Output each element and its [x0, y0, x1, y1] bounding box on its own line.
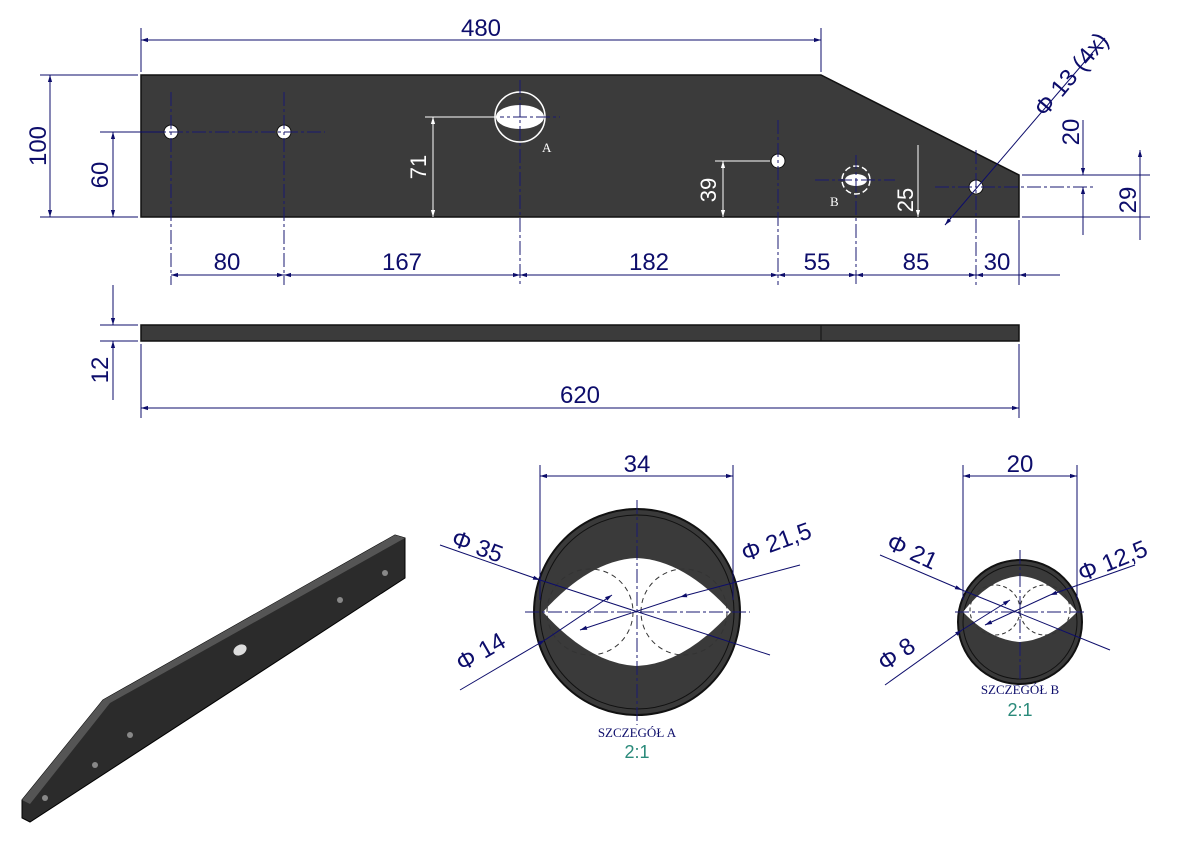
dim-85-text: 85 [903, 249, 930, 276]
detail-a-title: SZCZEGÓŁ A [598, 725, 677, 740]
dim-hole-diameter-text: Φ 13 (4x) [1029, 28, 1114, 122]
detail-a-outer-diameter-text: Φ 35 [448, 525, 507, 568]
dim-182-text: 182 [629, 249, 669, 276]
detail-b-title: SZCZEGÓŁ B [981, 682, 1060, 697]
top-view: A B 480 100 60 71 39 25 20 29 [25, 15, 1150, 285]
dim-60-text: 60 [87, 162, 114, 189]
detail-a-inner-diameter-text: Φ 21,5 [738, 517, 815, 567]
dim-20-text: 20 [1058, 119, 1085, 146]
detail-b-marker: B [830, 194, 839, 209]
detail-a-width-text: 34 [624, 451, 651, 478]
dim-100-text: 100 [25, 126, 52, 166]
detail-b-small-diameter-text: Φ 8 [873, 632, 921, 677]
detail-a-scale: 2:1 [624, 742, 649, 762]
detail-a: 34 Φ 35 Φ 21,5 Φ 14 SZCZEGÓŁ A 2:1 [439, 451, 815, 762]
dim-80-text: 80 [214, 249, 241, 276]
detail-b-scale: 2:1 [1007, 700, 1032, 720]
dim-39-text: 39 [696, 178, 721, 202]
detail-b: 20 Φ 21 Φ 12,5 Φ 8 SZCZEGÓŁ B 2:1 [873, 451, 1152, 720]
plate-top-view [140, 74, 1020, 218]
plate-side-view [140, 324, 1020, 342]
side-view: 12 620 [87, 285, 1020, 418]
dim-167-text: 167 [382, 249, 422, 276]
dim-620-text: 620 [560, 382, 600, 409]
dim-480-text: 480 [461, 15, 501, 42]
dim-71-text: 71 [406, 155, 431, 179]
centerlines [100, 80, 1095, 285]
isometric-view [21, 534, 406, 823]
dim-55-text: 55 [804, 249, 831, 276]
dim-25-text: 25 [893, 188, 918, 212]
detail-b-inner-diameter-text: Φ 12,5 [1074, 535, 1151, 587]
dim-30-text: 30 [984, 249, 1011, 276]
detail-a-small-diameter-text: Φ 14 [452, 628, 511, 678]
detail-b-width-text: 20 [1007, 451, 1034, 478]
detail-a-marker: A [542, 140, 552, 155]
dim-12-text: 12 [87, 357, 114, 384]
dim-29-text: 29 [1115, 187, 1142, 214]
